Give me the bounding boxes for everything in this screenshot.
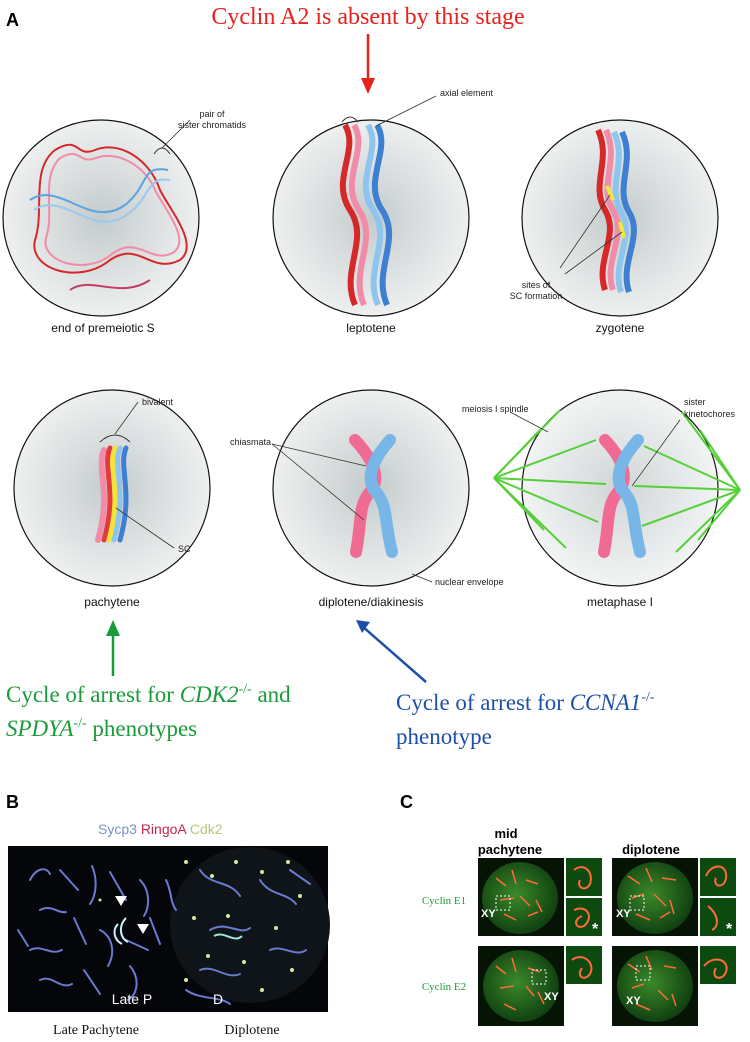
col-header-diplotene: diplotene bbox=[622, 842, 680, 857]
label-sister-chromatids: sister chromatids bbox=[178, 120, 247, 130]
stage-label-premeiotic-s: end of premeiotic S bbox=[51, 321, 154, 335]
row-label-cyclin-e1: Cyclin E1 bbox=[422, 895, 466, 907]
label-late-p: Late P bbox=[112, 991, 152, 1007]
green-arrow-icon bbox=[106, 620, 120, 676]
label-xy-4: XY bbox=[626, 995, 641, 1007]
leader-bivalent bbox=[114, 401, 139, 435]
bracket-bivalent bbox=[99, 434, 131, 443]
leader-kinetochores bbox=[631, 419, 681, 487]
panel-c-label: C bbox=[400, 792, 413, 812]
label-meiosis-spindle: meiosis I spindle bbox=[462, 404, 529, 414]
caption-diplotene: Diplotene bbox=[224, 1023, 279, 1038]
micrograph-c-e1-diplotene bbox=[612, 858, 736, 936]
stage-label-metaphase-i: metaphase I bbox=[587, 595, 653, 609]
micrograph-b bbox=[8, 846, 330, 1012]
col-header-mid: mid bbox=[494, 826, 517, 841]
leader-axial-element bbox=[375, 95, 437, 127]
label-xy-3: XY bbox=[544, 991, 559, 1003]
label-xy-2: XY bbox=[616, 908, 631, 920]
col-header-pachytene: pachytene bbox=[478, 842, 542, 857]
leader-sc bbox=[115, 507, 175, 549]
cell-metaphase-i bbox=[493, 389, 741, 587]
asterisk-2: * bbox=[726, 921, 733, 938]
micrograph-c-e2-diplotene bbox=[612, 946, 736, 1026]
arrest-text-green-line2: SPDYA-/- phenotypes bbox=[6, 716, 197, 741]
cell-premeiotic-s bbox=[2, 119, 200, 317]
label-xy-1: XY bbox=[481, 908, 496, 920]
leader-chiasmata-1 bbox=[271, 443, 367, 467]
cell-diplotene bbox=[272, 389, 470, 587]
panel-a-label: A bbox=[6, 10, 19, 30]
panel-b-label: B bbox=[6, 792, 19, 812]
label-sc-formation: SC formation bbox=[510, 291, 563, 301]
label-nuclear-envelope: nuclear envelope bbox=[435, 577, 504, 587]
label-sister: sister bbox=[684, 397, 706, 407]
label-axial-element: axial element bbox=[440, 88, 494, 98]
arrest-text-green-line1: Cycle of arrest for CDK2-/- and bbox=[6, 682, 291, 707]
micrograph-c-e2-pachytene bbox=[478, 946, 602, 1026]
leader-sister-chromatids bbox=[161, 119, 191, 149]
red-arrow-icon bbox=[361, 34, 375, 94]
blue-arrow-icon bbox=[356, 620, 427, 683]
label-bivalent: bivalent bbox=[142, 397, 174, 407]
leader-nuclear-envelope bbox=[411, 573, 433, 583]
stage-label-leptotene: leptotene bbox=[346, 321, 396, 335]
arrest-text-blue-line1: Cycle of arrest for CCNA1-/- bbox=[396, 690, 655, 715]
label-d: D bbox=[213, 991, 223, 1007]
row-label-cyclin-e2: Cyclin E2 bbox=[422, 981, 466, 993]
bracket-leptotene bbox=[341, 116, 359, 123]
asterisk-1: * bbox=[592, 921, 599, 938]
cell-pachytene bbox=[13, 389, 211, 587]
label-sites-of: sites of bbox=[522, 280, 551, 290]
micrograph-c-e1-pachytene bbox=[478, 858, 602, 936]
label-kinetochores: kinetochores bbox=[684, 409, 736, 419]
leader-sites-sc-2 bbox=[564, 231, 623, 275]
cell-zygotene bbox=[521, 119, 719, 317]
stage-label-zygotene: zygotene bbox=[596, 321, 645, 335]
stage-label-diplotene: diplotene/diakinesis bbox=[319, 595, 424, 609]
headline-cyclin-a2: Cyclin A2 is absent by this stage bbox=[211, 4, 524, 30]
label-pair-of: pair of bbox=[199, 109, 225, 119]
bracket-sister-chromatids bbox=[153, 147, 171, 155]
label-sc: SC bbox=[178, 544, 191, 554]
leader-sites-sc-1 bbox=[559, 194, 611, 269]
leader-chiasmata-2 bbox=[271, 443, 365, 521]
cell-leptotene bbox=[272, 119, 470, 317]
stage-label-pachytene: pachytene bbox=[84, 595, 140, 609]
caption-late-pachytene: Late Pachytene bbox=[53, 1023, 139, 1038]
legend-b: Sycp3 RingoA Cdk2 bbox=[98, 821, 223, 837]
arrest-text-blue-line2: phenotype bbox=[396, 724, 492, 749]
leader-meiosis-spindle bbox=[509, 411, 549, 433]
label-chiasmata: chiasmata bbox=[230, 437, 271, 447]
